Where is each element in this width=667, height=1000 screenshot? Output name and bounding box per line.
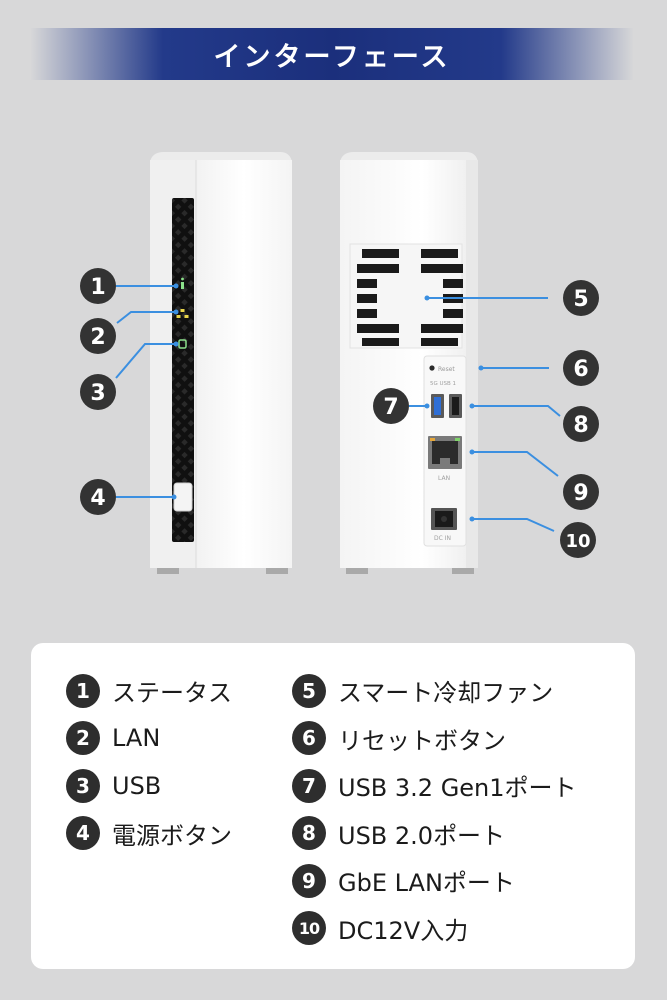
usb3-port[interactable] — [431, 394, 444, 418]
front-unit — [150, 152, 292, 574]
callout-4: 4 — [80, 479, 116, 515]
legend-label: USB — [112, 771, 162, 800]
svg-text:6: 6 — [573, 357, 588, 382]
legend-number: 5 — [292, 673, 326, 708]
svg-text:2: 2 — [90, 325, 105, 350]
legend-item-dc-input: 10 DC12V入力 — [292, 905, 577, 953]
legend-label: リセットボタン — [338, 726, 506, 755]
svg-text:10: 10 — [565, 531, 590, 552]
legend-label: 電源ボタン — [112, 821, 232, 850]
rear-foot-left — [346, 566, 368, 574]
legend-item-fan: 5 スマート冷却ファン — [292, 667, 577, 715]
callout-7: 7 — [373, 388, 409, 424]
legend-label: LAN — [112, 724, 161, 753]
svg-text:9: 9 — [573, 481, 588, 506]
legend-number: 10 — [292, 911, 326, 946]
front-foot-right — [266, 566, 288, 574]
svg-text:3: 3 — [90, 381, 105, 406]
legend-label: DC12V入力 — [338, 916, 469, 945]
leader-line-9 — [472, 451, 559, 477]
callout-6: 6 — [563, 350, 599, 386]
leader-line-3 — [115, 343, 176, 379]
callout-3: 3 — [80, 374, 116, 410]
reset-label: Reset — [438, 366, 455, 373]
svg-text:8: 8 — [573, 413, 588, 438]
rear-side-strip — [466, 160, 478, 568]
leader-line-8 — [472, 405, 561, 417]
callout-1: 1 — [80, 268, 116, 304]
callout-5: 5 — [563, 280, 599, 316]
leader-line-10 — [472, 518, 555, 532]
legend-number: 7 — [292, 768, 326, 803]
lan-port[interactable] — [428, 436, 462, 469]
power-button[interactable] — [173, 482, 193, 512]
legend-left-column: 1 ステータス 2 LAN 3 USB 4 電源ボタン — [66, 667, 232, 857]
callout-9: 9 — [563, 474, 599, 510]
legend-item-power-button: 4 電源ボタン — [66, 810, 232, 858]
legend-item-reset: 6 リセットボタン — [292, 715, 577, 763]
legend-label: USB 2.0ポート — [338, 821, 506, 850]
legend-label: GbE LANポート — [338, 869, 515, 898]
reset-button[interactable] — [429, 365, 435, 371]
status-led-dot — [181, 277, 184, 281]
callout-numbers: 1 2 3 4 5 6 7 8 — [80, 268, 599, 558]
legend-number: 4 — [66, 816, 100, 851]
legend-right-column: 5 スマート冷却ファン 6 リセットボタン 7 USB 3.2 Gen1ポート … — [292, 667, 577, 952]
legend-item-usb: 3 USB — [66, 762, 232, 810]
svg-text:4: 4 — [90, 486, 105, 511]
legend-number: 3 — [66, 768, 100, 803]
title-banner: インターフェース — [30, 28, 634, 80]
svg-text:5: 5 — [573, 287, 588, 312]
banner-title: インターフェース — [213, 41, 451, 73]
legend-label: ステータス — [112, 679, 232, 708]
legend-item-usb3-port: 7 USB 3.2 Gen1ポート — [292, 762, 577, 810]
legend-number: 6 — [292, 721, 326, 756]
rear-unit: Reset 5G USB 1 LAN DC IN — [340, 152, 478, 574]
rear-top-cap — [340, 152, 478, 162]
dc-in-label: DC IN — [434, 535, 451, 542]
lan-led-icon — [176, 309, 189, 318]
legend-card: 1 ステータス 2 LAN 3 USB 4 電源ボタン 5 スマート冷却ファン … — [31, 643, 635, 969]
device-illustration: Reset 5G USB 1 LAN DC IN — [80, 152, 599, 574]
callout-8: 8 — [563, 406, 599, 442]
callout-2: 2 — [80, 318, 116, 354]
dc-in-port[interactable] — [431, 508, 457, 530]
legend-number: 8 — [292, 816, 326, 851]
front-top-cap — [150, 152, 292, 162]
status-led-icon — [181, 282, 184, 289]
legend-number: 2 — [66, 721, 100, 756]
usb2-port[interactable] — [449, 394, 462, 418]
fan-vent — [349, 243, 463, 349]
front-body — [196, 160, 292, 568]
leader-dots — [171, 283, 484, 522]
lan-label: LAN — [438, 475, 450, 482]
svg-text:1: 1 — [90, 275, 105, 300]
usb-led-icon — [178, 339, 187, 349]
leader-lines — [115, 285, 561, 532]
rear-foot-right — [452, 566, 474, 574]
legend-item-usb2-port: 8 USB 2.0ポート — [292, 810, 577, 858]
leader-line-2 — [116, 311, 176, 324]
legend-label: スマート冷却ファン — [338, 679, 554, 708]
legend-label: USB 3.2 Gen1ポート — [338, 774, 577, 803]
legend-item-lan: 2 LAN — [66, 715, 232, 763]
legend-item-status: 1 ステータス — [66, 667, 232, 715]
legend-item-lan-port: 9 GbE LANポート — [292, 857, 577, 905]
usb-label: 5G USB 1 — [430, 381, 456, 387]
legend-number: 1 — [66, 673, 100, 708]
callout-10: 10 — [560, 522, 596, 558]
svg-text:7: 7 — [383, 395, 398, 420]
legend-number: 9 — [292, 863, 326, 898]
front-foot-left — [157, 566, 179, 574]
